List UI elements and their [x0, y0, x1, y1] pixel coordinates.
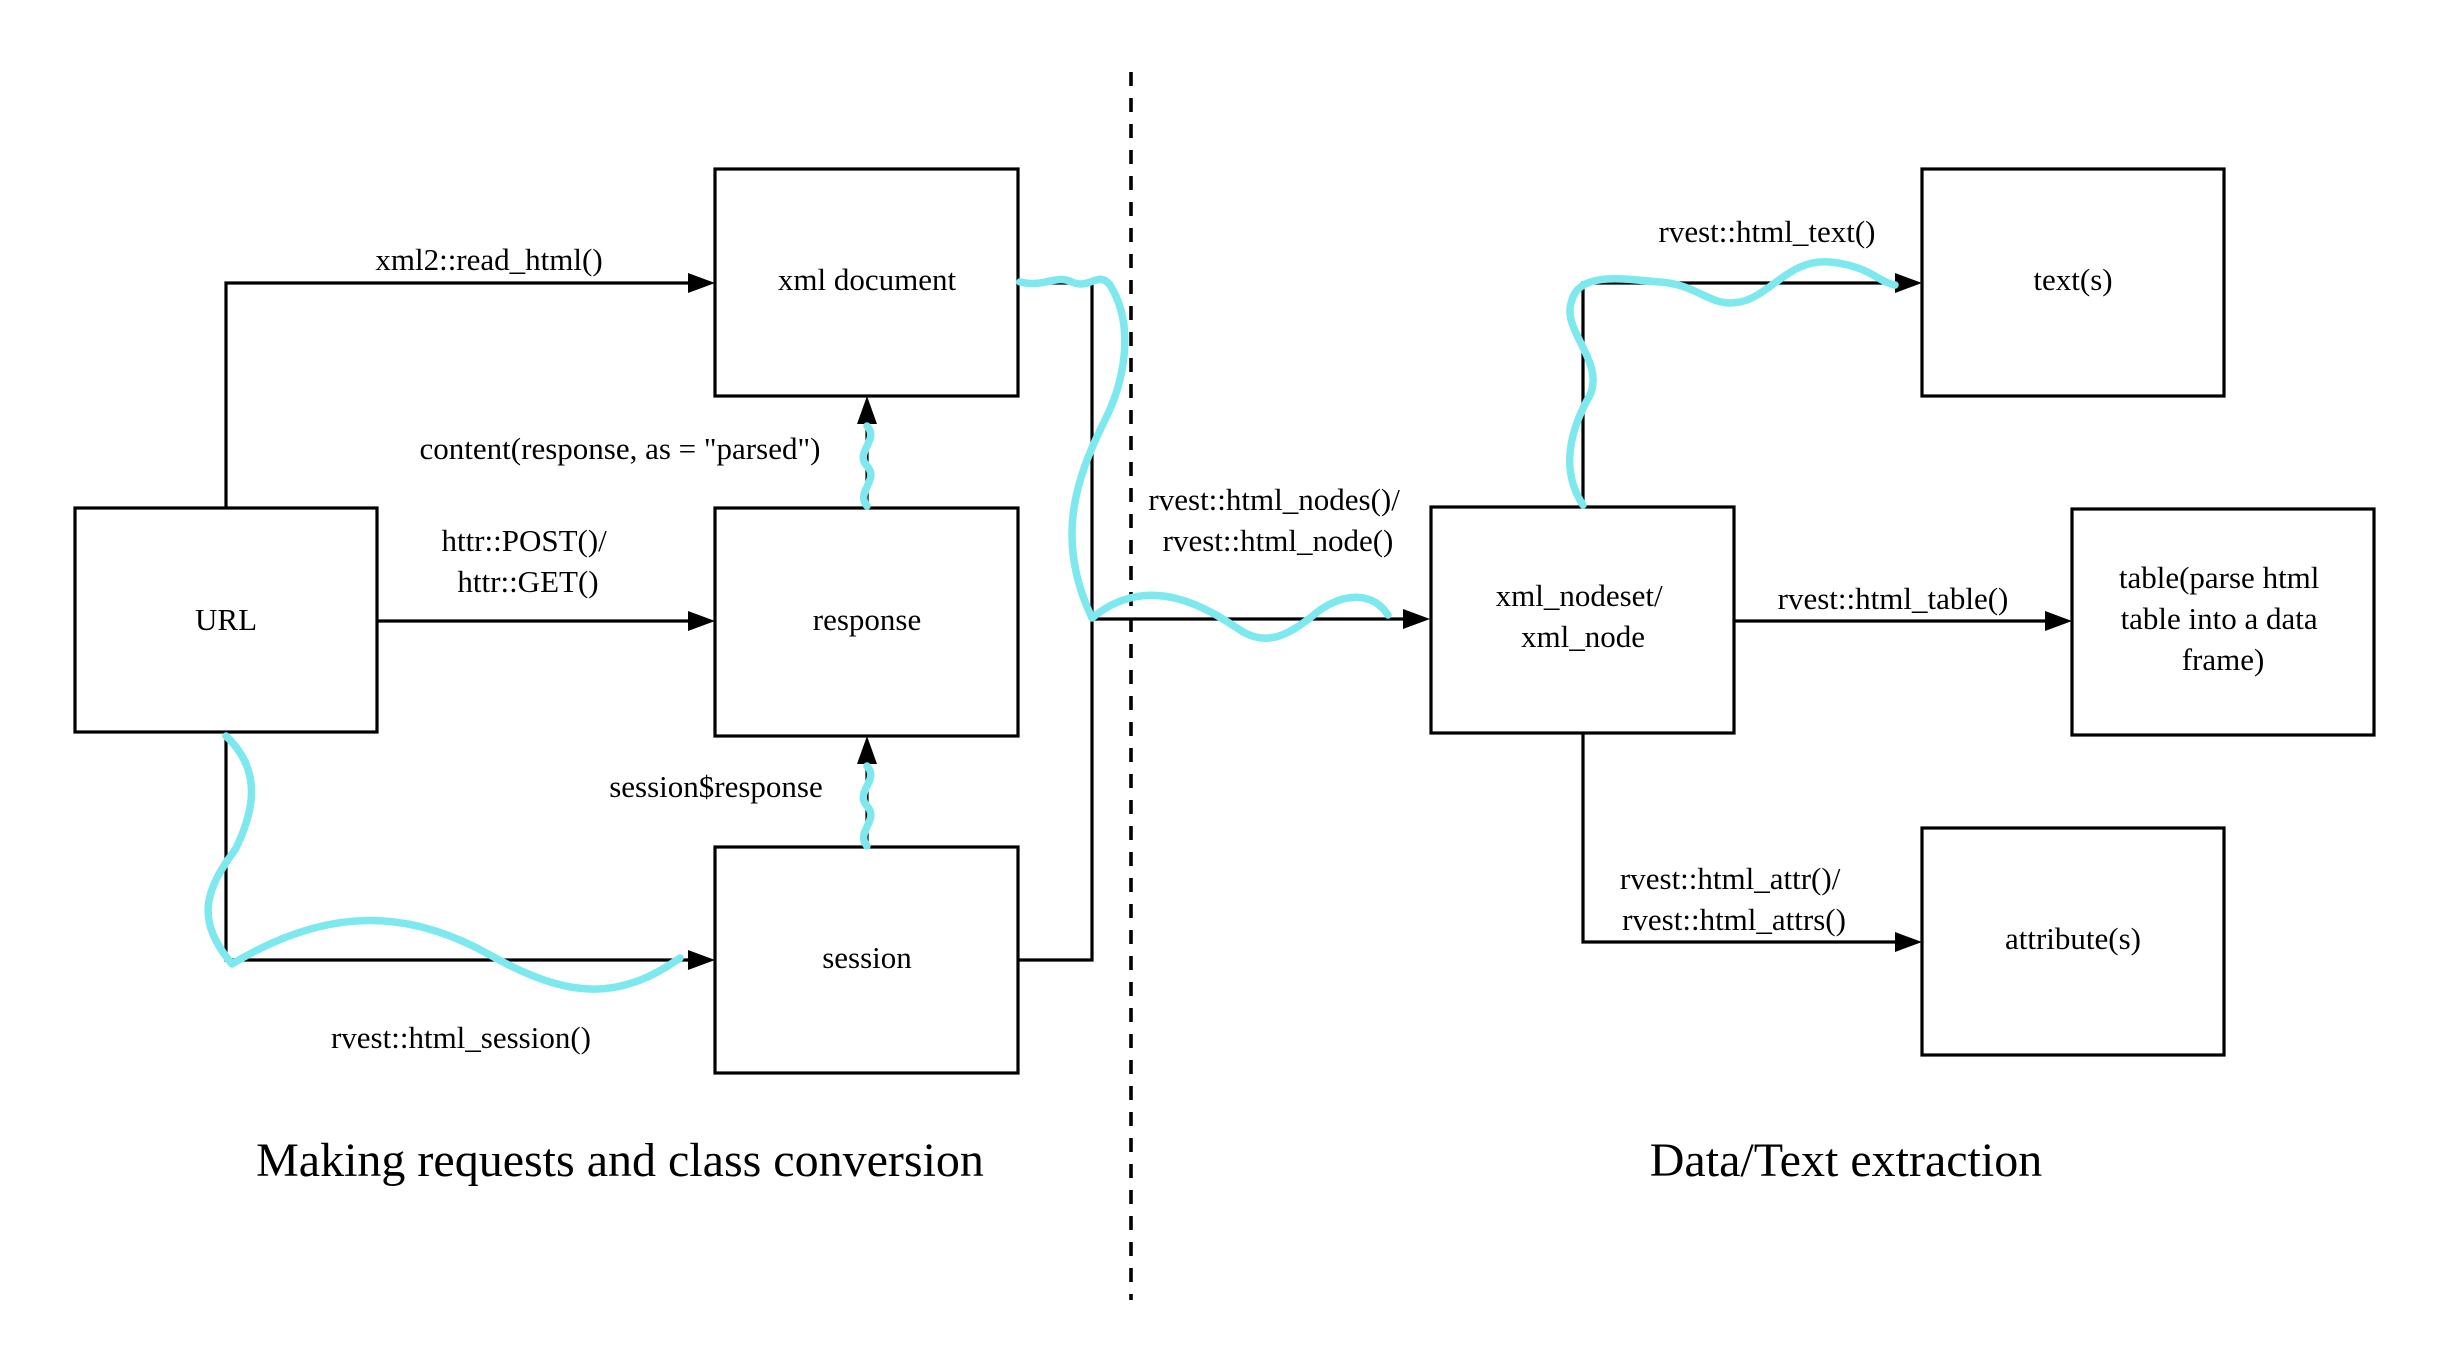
node-xml-nodeset-line-2: xml_node: [1521, 619, 1645, 654]
edge-html-attr: [1581, 733, 1922, 952]
node-xml-document: xml document: [713, 167, 1020, 398]
edge-html-text: [1581, 273, 1922, 507]
node-xml-nodeset-line-1: xml_nodeset/: [1496, 578, 1663, 613]
label-html-nodes-line-1: rvest::html_nodes()/: [1148, 482, 1400, 517]
node-response: response: [713, 506, 1020, 738]
node-url-line: URL: [195, 602, 257, 637]
svg-text:table(parse html table i: table(parse html table into a data frame…: [2119, 560, 2327, 677]
label-post-get: httr::POST()/ httr::GET(): [441, 523, 614, 599]
squiggle-nodeset-to-texts: [1566, 258, 1899, 509]
label-html-attr-line-1: rvest::html_attr()/: [1620, 861, 1841, 896]
label-html-attr: rvest::html_attr()/ rvest::html_attrs(): [1620, 861, 1848, 937]
label-read-html: xml2::read_html(): [375, 242, 602, 277]
svg-text:URL: URL: [195, 602, 257, 637]
svg-text:xml_nodeset/ xml_node: xml_nodeset/ xml_node: [1496, 578, 1671, 654]
node-table-line-3: frame): [2182, 642, 2265, 677]
svg-text:xml document: xml document: [778, 262, 957, 297]
node-table: table(parse html table into a data frame…: [2070, 507, 2376, 737]
node-url: URL: [73, 506, 379, 734]
node-session: session: [713, 845, 1020, 1075]
label-html-session-line: rvest::html_session(): [331, 1020, 591, 1055]
highlight-path: [204, 258, 1899, 993]
label-read-html-line: xml2::read_html(): [375, 242, 602, 277]
edge-html-table: [1734, 611, 2072, 631]
node-texts: text(s): [1920, 167, 2226, 398]
svg-text:text(s): text(s): [2033, 262, 2112, 297]
node-xml-nodeset: xml_nodeset/ xml_node: [1429, 505, 1736, 735]
node-attributes: attribute(s): [1920, 826, 2226, 1057]
node-response-line: response: [813, 602, 921, 637]
section-title-right: Data/Text extraction: [1650, 1134, 2042, 1187]
label-content-parsed: content(response, as = "parsed"): [420, 431, 821, 466]
edge-post-get: [377, 611, 715, 631]
label-session-response: session$response: [609, 769, 823, 804]
node-session-line: session: [822, 940, 912, 975]
node-texts-line: text(s): [2033, 262, 2112, 297]
label-post-get-line-2: httr::GET(): [457, 564, 598, 599]
label-html-table: rvest::html_table(): [1778, 581, 2009, 616]
label-html-attr-line-2: rvest::html_attrs(): [1622, 902, 1846, 937]
label-post-get-line-1: httr::POST()/: [441, 523, 607, 558]
label-content-parsed-line: content(response, as = "parsed"): [420, 431, 821, 466]
node-xml-document-line: xml document: [778, 262, 957, 297]
node-table-line-1: table(parse html: [2119, 560, 2320, 595]
svg-text:session: session: [822, 940, 912, 975]
node-table-line-2: table into a data: [2121, 601, 2318, 636]
squiggle-url-to-session: [204, 732, 684, 993]
squiggle-xml-document-to-nodeset: [1016, 275, 1392, 642]
label-html-session: rvest::html_session(): [331, 1020, 591, 1055]
section-title-left: Making requests and class conversion: [256, 1134, 984, 1187]
label-html-nodes-line-2: rvest::html_node(): [1163, 523, 1394, 558]
label-html-text-line: rvest::html_text(): [1659, 214, 1876, 249]
squiggle-response-to-xml-document: [859, 422, 875, 510]
edge-read-html: [224, 273, 715, 508]
label-session-response-line: session$response: [609, 769, 823, 804]
label-html-nodes: rvest::html_nodes()/ rvest::html_node(): [1148, 482, 1407, 558]
label-html-table-line: rvest::html_table(): [1778, 581, 2009, 616]
label-html-text: rvest::html_text(): [1659, 214, 1876, 249]
squiggle-session-to-response: [859, 762, 875, 850]
node-attributes-line: attribute(s): [2005, 921, 2141, 956]
svg-text:attribute(s): attribute(s): [2005, 921, 2141, 956]
svg-text:response: response: [813, 602, 921, 637]
